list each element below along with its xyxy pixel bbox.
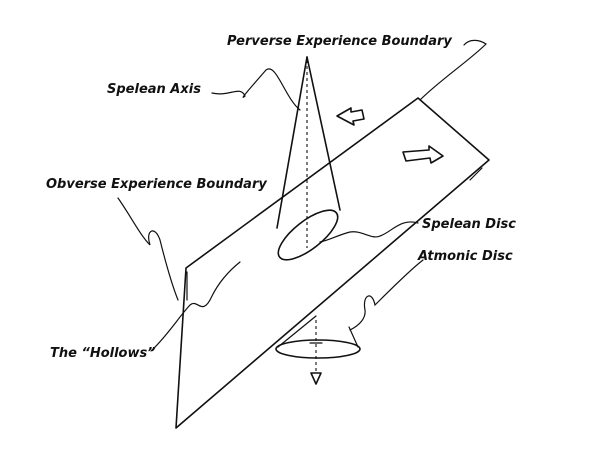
plane-arrows (336, 107, 444, 164)
atmonic-cone-left (277, 315, 317, 348)
spelean-disc-ellipse (277, 209, 339, 261)
spelean-disc-leader (319, 221, 419, 243)
label-obverse-experience-boundary: Obverse Experience Boundary (46, 177, 267, 192)
hollows-leader (150, 261, 241, 352)
spelean-cone (276, 56, 341, 261)
label-perverse-experience-boundary: Perverse Experience Boundary (227, 34, 452, 49)
label-spelean-disc: Spelean Disc (422, 217, 516, 232)
spelean-axis-leader (211, 68, 301, 111)
label-spelean-axis: Spelean Axis (107, 82, 201, 97)
right-arrow-icon (402, 145, 444, 164)
perverse-boundary-leader (419, 39, 487, 101)
obverse-boundary-leader (117, 197, 179, 301)
labels: Perverse Experience Boundary Spelean Axi… (46, 34, 516, 361)
cone-left-edge (276, 56, 308, 229)
atmonic-cone (275, 315, 361, 385)
down-arrowhead-icon (310, 372, 322, 385)
plane-outline (175, 97, 490, 429)
atmonic-disc-ellipse (275, 339, 361, 359)
cone-right-edge (306, 56, 341, 211)
plane-right-edge-accent (469, 167, 483, 181)
leader-lines (117, 39, 487, 352)
experience-plane (175, 97, 490, 429)
label-atmonic-disc: Atmonic Disc (417, 249, 513, 264)
label-the-hollows: The “Hollows” (50, 346, 156, 361)
atmonic-disc-leader (349, 259, 424, 331)
left-arrow-icon (336, 107, 365, 126)
